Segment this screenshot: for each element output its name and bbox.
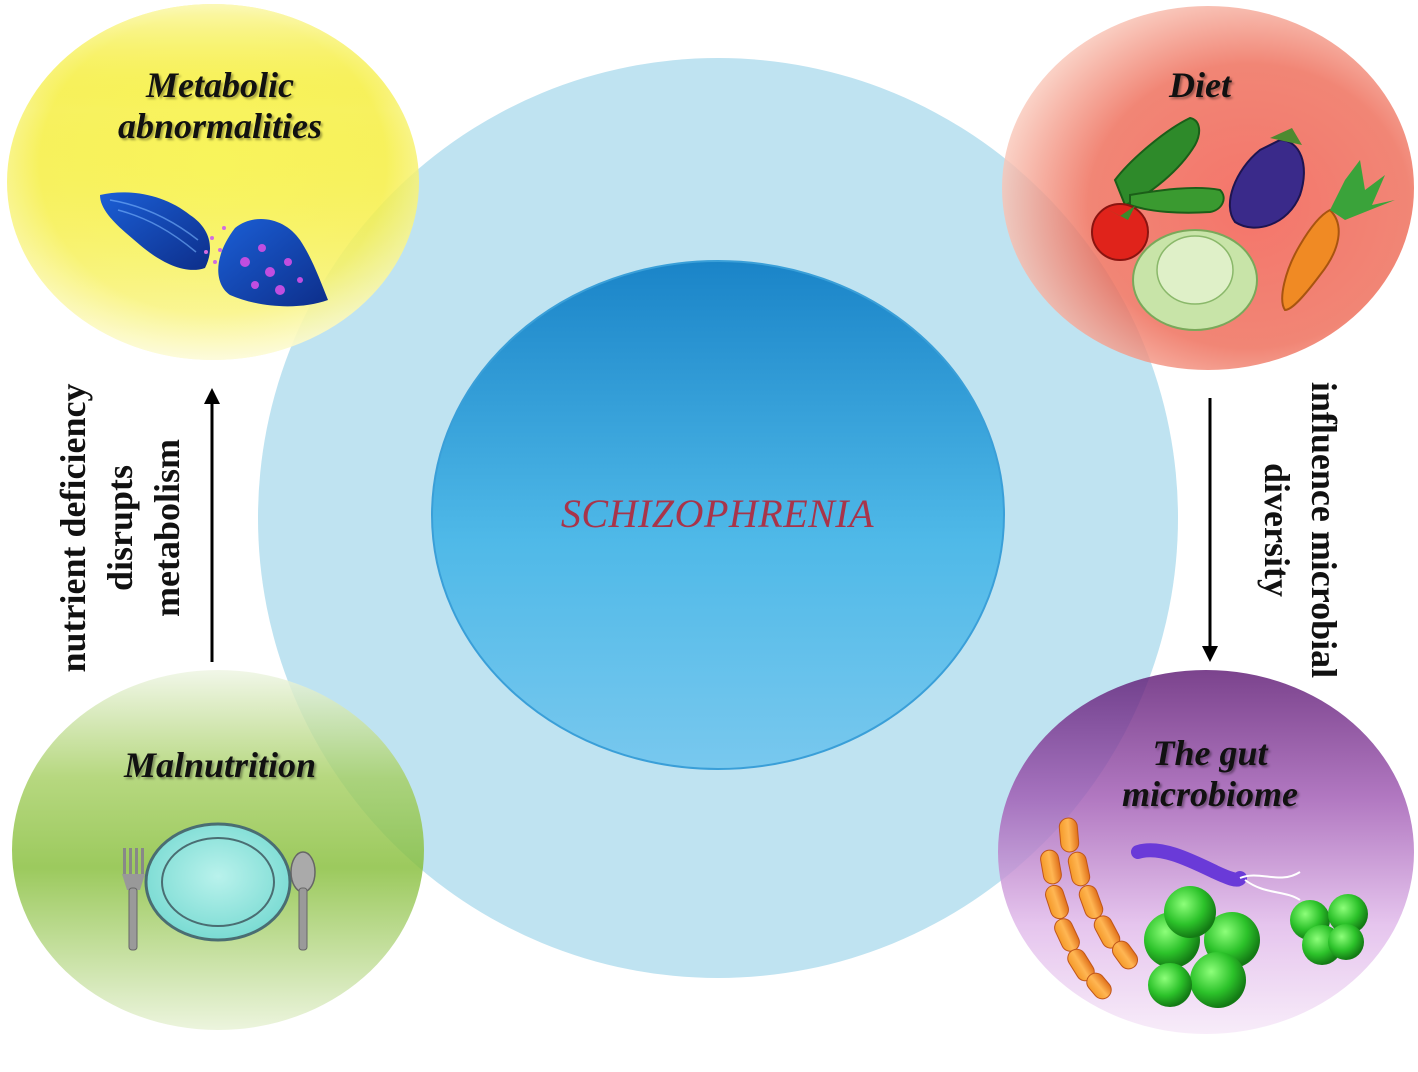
node-gut-label: The gut microbiome [1060,733,1360,816]
edge-right-label: influence microbial diversity [1253,360,1347,700]
inner-circle [431,260,1005,770]
node-gut-line2: microbiome [1122,774,1298,815]
edge-left-line1: nutrient deficiency [52,383,93,673]
fork-icon [122,848,145,951]
node-metabolic-label: Metabolic abnormalities [60,65,380,148]
arrow-down-right [1202,398,1218,662]
edge-left-line2: disrupts [99,464,140,592]
edge-left-line3: metabolism [146,439,187,617]
edge-right-line1: influence microbial [1303,381,1344,679]
node-diet-title: Diet [1169,65,1231,105]
node-metabolic-circle [7,4,419,360]
arrow-up-left [204,388,220,662]
spoon-icon [290,851,316,951]
node-gut-line1: The gut [1152,733,1268,773]
vegetables-icon [1091,116,1395,331]
bacteria-icon [1040,817,1368,1008]
edge-right-line2: diversity [1257,463,1297,597]
edge-left-label: nutrient deficiency disrupts metabolism [50,358,190,698]
plate-icon [144,822,292,942]
node-diet-label: Diet [1110,65,1290,106]
node-malnutrition-title: Malnutrition [123,745,317,785]
center-title: SCHIZOPHRENIA [560,491,875,536]
synapse-icon [100,192,328,307]
node-metabolic-line1: Metabolic [146,65,294,105]
node-malnutrition-label: Malnutrition [60,745,380,786]
node-metabolic-line2: abnormalities [117,106,323,147]
